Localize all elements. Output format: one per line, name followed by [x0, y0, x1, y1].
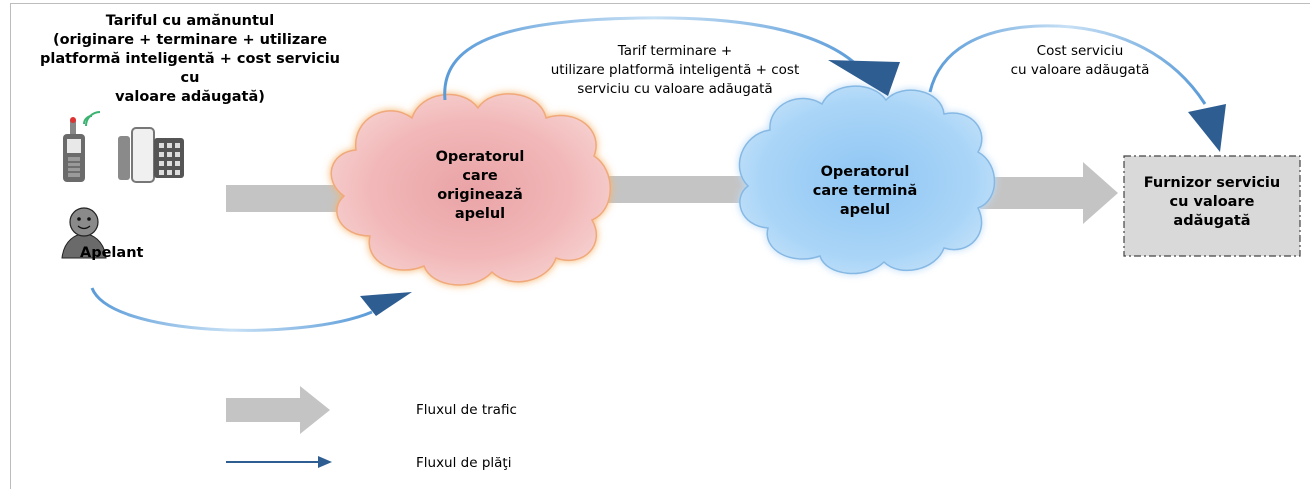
originating-operator-line4: apelul — [454, 206, 506, 222]
traffic-arrow-to-provider — [980, 162, 1118, 224]
legend-traffic-label: Fluxul de trafic — [416, 402, 517, 418]
payment-arrowhead-provider — [1188, 104, 1226, 152]
termination-payment-line1: Tarif terminare + — [617, 43, 733, 59]
originating-operator-line3: originează — [437, 187, 523, 203]
terminating-operator-label: Operatorul care termină apelul — [790, 163, 940, 220]
provider-box — [1123, 155, 1301, 257]
provider-label: Furnizor serviciu cu valoare adăugată — [1126, 174, 1298, 231]
payment-arrowhead-origin — [360, 292, 412, 316]
termination-payment-line2: utilizare platformă inteligentă + cost — [550, 62, 800, 78]
termination-payment-label: Tarif terminare + utilizare platformă in… — [510, 42, 840, 99]
retail-tariff-line4: valoare adăugată) — [115, 89, 265, 105]
payment-arrowhead-terminate — [828, 60, 900, 96]
traffic-bar-caller-to-origin — [226, 185, 346, 212]
mobile-phone-icon — [63, 111, 101, 182]
legend-payment-label: Fluxul de plăţi — [416, 455, 512, 471]
caller-avatar-icon — [61, 207, 107, 259]
legend-traffic-arrow — [226, 386, 330, 434]
service-cost-line1: Cost serviciu — [1036, 43, 1124, 59]
originating-operator-label: Operatorul care originează apelul — [400, 148, 560, 224]
provider-line2: cu valoare — [1169, 194, 1255, 210]
originating-operator-cloud — [330, 93, 611, 286]
legend-payment-arrowhead — [318, 456, 332, 468]
service-cost-label: Cost serviciu cu valoare adăugată — [990, 42, 1170, 80]
diagram-frame — [10, 3, 1310, 489]
terminating-operator-line1: Operatorul — [820, 164, 910, 180]
retail-tariff-line2: (originare + terminare + utilizare — [52, 32, 328, 48]
originating-operator-line2: care — [462, 168, 498, 184]
terminating-operator-line2: care termină — [812, 183, 918, 199]
caller-label: Apelant — [80, 245, 144, 261]
termination-payment-line3: serviciu cu valoare adăugată — [577, 81, 773, 97]
payment-arc-origin-to-terminate — [443, 16, 864, 101]
payment-arc-caller-to-origin — [90, 287, 373, 332]
retail-tariff-label: Tariful cu amănuntul (originare + termin… — [30, 12, 350, 107]
desk-phone-icon — [118, 127, 184, 183]
terminating-operator-cloud — [738, 85, 996, 275]
provider-line3: adăugată — [1173, 213, 1251, 229]
terminating-operator-line3: apelul — [839, 202, 891, 218]
provider-line1: Furnizor serviciu — [1143, 175, 1281, 191]
retail-tariff-line3: platformă inteligentă + cost serviciu cu — [39, 51, 341, 86]
payment-arc-terminate-to-provider — [928, 24, 1207, 105]
service-cost-line2: cu valoare adăugată — [1010, 62, 1150, 78]
originating-operator-line1: Operatorul — [435, 149, 525, 165]
retail-tariff-line1: Tariful cu amănuntul — [105, 13, 275, 29]
